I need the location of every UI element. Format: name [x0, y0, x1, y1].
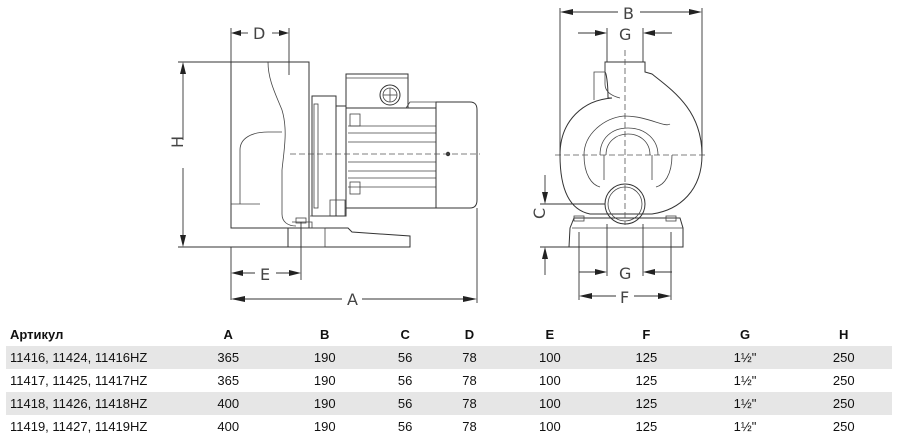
cell-b: 190: [276, 392, 373, 415]
cell-article: 11417, 11425, 11417HZ: [10, 373, 148, 388]
header-d: D: [464, 327, 475, 342]
cell-article: 11418, 11426, 11418HZ: [6, 392, 180, 415]
cell-f: 125: [635, 373, 658, 388]
cell-h: 250: [832, 419, 855, 434]
cell-article: 11416, 11424, 11416HZ: [6, 346, 180, 369]
cell-g: 1½": [694, 346, 796, 369]
cell-a: 400: [217, 419, 240, 434]
cell-h: 250: [832, 373, 855, 388]
dim-label-b: B: [623, 4, 634, 23]
table-row: 11417, 11425, 11417HZ 365 190 56 78 100 …: [6, 369, 892, 392]
dim-label-g-bottom: G: [619, 264, 631, 283]
header-f: F: [642, 327, 651, 342]
header-article: Артикул: [10, 327, 64, 342]
header-b: B: [320, 327, 330, 342]
cell-d: 78: [437, 346, 502, 369]
dim-label-h: H: [168, 136, 187, 148]
cell-d: 78: [462, 373, 477, 388]
dimensions-table: Артикул A B C D E F G H 11416, 11424, 11…: [6, 323, 892, 438]
cell-e: 100: [539, 419, 561, 434]
dim-label-a: A: [347, 290, 358, 309]
cell-g: 1½": [733, 419, 757, 434]
table-row: 11416, 11424, 11416HZ 365 190 56 78 100 …: [6, 346, 892, 369]
dim-label-e: E: [260, 265, 270, 284]
cell-b: 190: [313, 419, 336, 434]
cell-d: 78: [437, 392, 502, 415]
header-h: H: [839, 327, 849, 342]
cell-f: 125: [635, 419, 658, 434]
front-view: B G C G F: [530, 4, 705, 307]
cell-b: 190: [276, 346, 373, 369]
cell-b: 190: [313, 373, 336, 388]
cell-article: 11419, 11427, 11419HZ: [10, 419, 148, 434]
cell-g: 1½": [694, 392, 796, 415]
cell-h: 250: [795, 392, 892, 415]
cell-c: 56: [397, 419, 413, 434]
dim-label-c: C: [530, 208, 549, 219]
cell-e: 100: [539, 373, 561, 388]
cell-c: 56: [372, 392, 438, 415]
dim-label-g-top: G: [619, 25, 631, 44]
cell-a: 365: [217, 373, 240, 388]
header-c: C: [400, 327, 410, 342]
table-header-row: Артикул A B C D E F G H: [6, 323, 892, 346]
header-a: A: [223, 327, 233, 342]
header-g: G: [739, 327, 751, 342]
cell-e: 100: [501, 392, 599, 415]
cell-e: 100: [501, 346, 599, 369]
cell-f: 125: [598, 346, 695, 369]
cell-c: 56: [372, 346, 438, 369]
cell-a: 400: [180, 392, 277, 415]
side-view: D H E A: [168, 24, 480, 309]
table-row: 11418, 11426, 11418HZ 400 190 56 78 100 …: [6, 392, 892, 415]
cell-h: 250: [795, 346, 892, 369]
dim-label-d: D: [253, 24, 265, 43]
pump-dimension-drawing: D H E A: [168, 4, 705, 309]
cell-c: 56: [397, 373, 413, 388]
cell-g: 1½": [733, 373, 757, 388]
table-row: 11419, 11427, 11419HZ 400 190 56 78 100 …: [6, 415, 892, 438]
header-e: E: [545, 327, 555, 342]
cell-f: 125: [598, 392, 695, 415]
cell-d: 78: [462, 419, 477, 434]
dim-label-f: F: [620, 288, 629, 307]
cell-a: 365: [180, 346, 277, 369]
